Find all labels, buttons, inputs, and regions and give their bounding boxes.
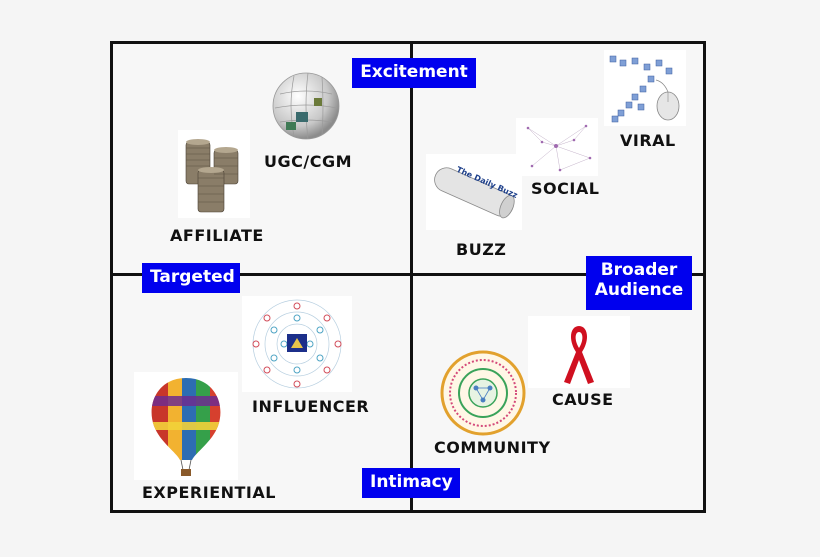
rolled-newspaper-image: The Daily Buzz xyxy=(426,154,522,230)
label-affiliate: AFFILIATE xyxy=(170,226,264,245)
label-ugc-cgm: UGC/CGM xyxy=(264,152,353,171)
influencer-network-diagram-image xyxy=(242,296,352,392)
hot-air-balloon-image xyxy=(134,372,238,480)
label-experiential: EXPERIENTIAL xyxy=(142,483,276,502)
community-circle-image xyxy=(440,350,526,436)
axis-label-intimacy: Intimacy xyxy=(362,468,460,498)
horizontal-axis-line xyxy=(110,273,706,276)
puzzle-globe-image xyxy=(270,70,342,142)
axis-label-targeted: Targeted xyxy=(142,263,240,293)
social-network-graph-image xyxy=(516,118,598,176)
viral-cubes-mouse-image xyxy=(604,50,686,126)
label-buzz: BUZZ xyxy=(456,240,507,259)
label-social: SOCIAL xyxy=(531,179,600,198)
axis-label-excitement: Excitement xyxy=(352,58,476,88)
label-viral: VIRAL xyxy=(620,131,676,150)
axis-label-broader-audience: Broader Audience xyxy=(586,256,692,310)
label-influencer: INFLUENCER xyxy=(252,397,370,416)
cause-ribbon-image xyxy=(528,316,630,388)
label-cause: CAUSE xyxy=(552,390,614,409)
vertical-axis-line xyxy=(410,41,413,513)
label-community: COMMUNITY xyxy=(434,438,551,457)
coin-stacks-image xyxy=(178,130,250,218)
